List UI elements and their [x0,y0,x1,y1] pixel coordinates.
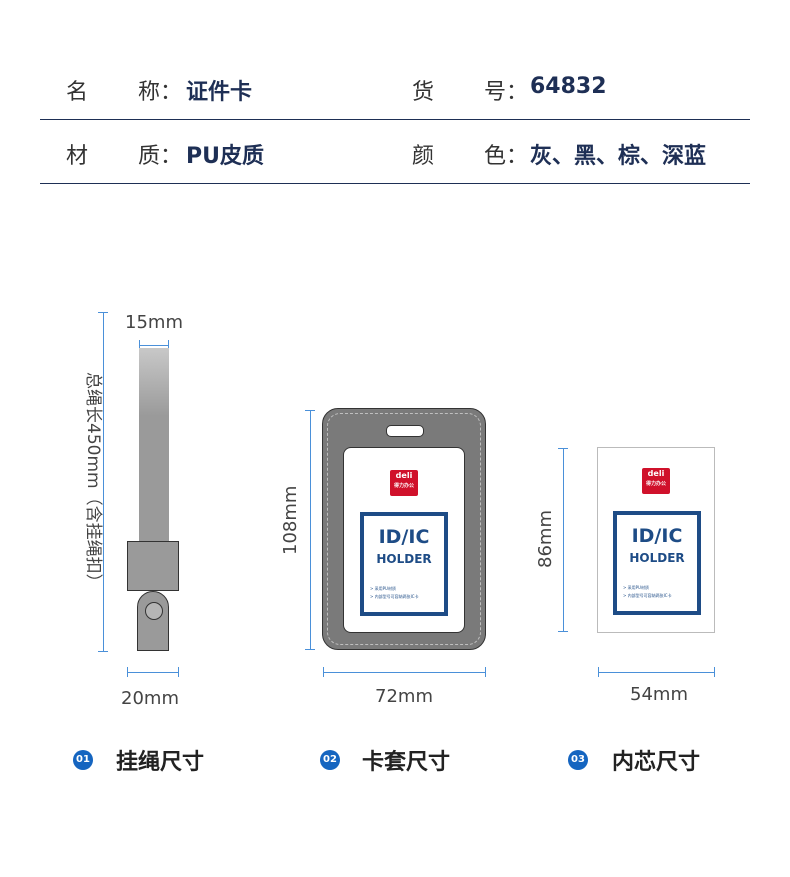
card-note-2: > 内部型号可容纳两张IC卡 [370,594,419,599]
clip-width-label: 20mm [121,688,179,709]
caption-insert-size: 内芯尺寸 [612,750,701,775]
color-key-b: 色： [484,144,529,169]
id-ic-box: ID/IC HOLDER > 采用PU材质 > 内部型号可容纳两张IC卡 [360,512,448,616]
logo-subtext: 得力办公 [645,481,666,487]
sku-value: 64832 [530,74,607,99]
holder-height-label: 108mm [280,485,301,555]
id-ic-title: ID/IC [631,525,683,547]
material-key-a: 材 [66,144,89,169]
lanyard-width-label: 15mm [125,312,183,333]
color-value: 灰、黑、棕、深蓝 [530,144,707,169]
caption-holder-size: 卡套尺寸 [362,750,451,775]
spec-divider [40,183,750,184]
caption-lanyard-size: 挂绳尺寸 [116,750,205,775]
dimension-tick [598,667,599,677]
spec-divider [40,119,750,120]
dimension-tick [127,667,128,677]
dimension-tick [98,651,108,652]
dimension-tick [168,340,169,350]
holder-width-dimension [323,672,485,673]
lanyard-length-label: 总绳长450mm（含挂绳扣） [83,372,103,591]
holder-window: deli 得力办公 ID/IC HOLDER > 采用PU材质 > 内部型号可容… [343,447,465,633]
insert-card: deli 得力办公 ID/IC HOLDER > 采用PU材质 > 内部型号可容… [597,447,715,633]
name-value: 证件卡 [186,80,253,105]
id-ic-title: ID/IC [378,526,430,548]
holder-stitching [327,413,481,645]
dimension-tick [558,448,568,449]
holder-height-dimension [310,410,311,650]
caption-number-badge: 02 [320,750,340,770]
dimension-tick [139,340,140,350]
dimension-tick [305,649,315,650]
logo-text: deli [647,469,665,478]
insert-height-label: 86mm [535,510,556,568]
spec-row-1: 名 称： 证件卡 货 号： 64832 [40,56,750,120]
lanyard-length-wrap: 总绳长450mm（含挂绳扣） [83,372,110,632]
name-key-a: 名 [66,80,89,105]
logo-subtext: 得力办公 [393,483,414,489]
holder-title: HOLDER [376,552,432,566]
dimension-tick [178,667,179,677]
deli-logo: deli 得力办公 [642,468,670,494]
card-holder: deli 得力办公 ID/IC HOLDER > 采用PU材质 > 内部型号可容… [322,408,486,650]
dimension-tick [714,667,715,677]
insert-height-dimension [563,448,564,632]
holder-title: HOLDER [629,551,685,565]
material-value: PU皮质 [186,144,264,169]
caption-number-badge: 01 [73,750,93,770]
lanyard-length-dimension [103,312,104,652]
insert-width-label: 54mm [630,684,688,705]
lanyard-strap [139,348,169,542]
insert-width-dimension [598,672,714,673]
dimension-tick [485,667,486,677]
dimension-tick [323,667,324,677]
deli-logo: deli 得力办公 [390,470,418,496]
sku-key-a: 货 [412,80,435,105]
card-note-2: > 内部型号可容纳两张IC卡 [623,593,672,598]
lanyard-clip-block [127,541,179,591]
logo-text: deli [395,471,413,480]
dimension-tick [558,631,568,632]
caption-number-badge: 03 [568,750,588,770]
dimension-tick [305,410,315,411]
spec-row-2: 材 质： PU皮质 颜 色： 灰、黑、棕、深蓝 [40,120,750,184]
clip-width-dimension [127,672,179,673]
card-note-1: > 采用PU材质 [623,585,649,590]
lanyard-clip-ring [137,591,169,651]
holder-slot [386,425,424,437]
sku-key-b: 号： [484,80,529,105]
id-ic-box: ID/IC HOLDER > 采用PU材质 > 内部型号可容纳两张IC卡 [613,511,701,615]
clip-hole [145,602,163,620]
dimension-tick [98,312,108,313]
material-key-b: 质： [138,144,183,169]
name-key-b: 称： [138,80,183,105]
color-key-a: 颜 [412,144,435,169]
card-note-1: > 采用PU材质 [370,586,396,591]
lanyard-width-dimension [139,345,169,346]
holder-width-label: 72mm [375,686,433,707]
